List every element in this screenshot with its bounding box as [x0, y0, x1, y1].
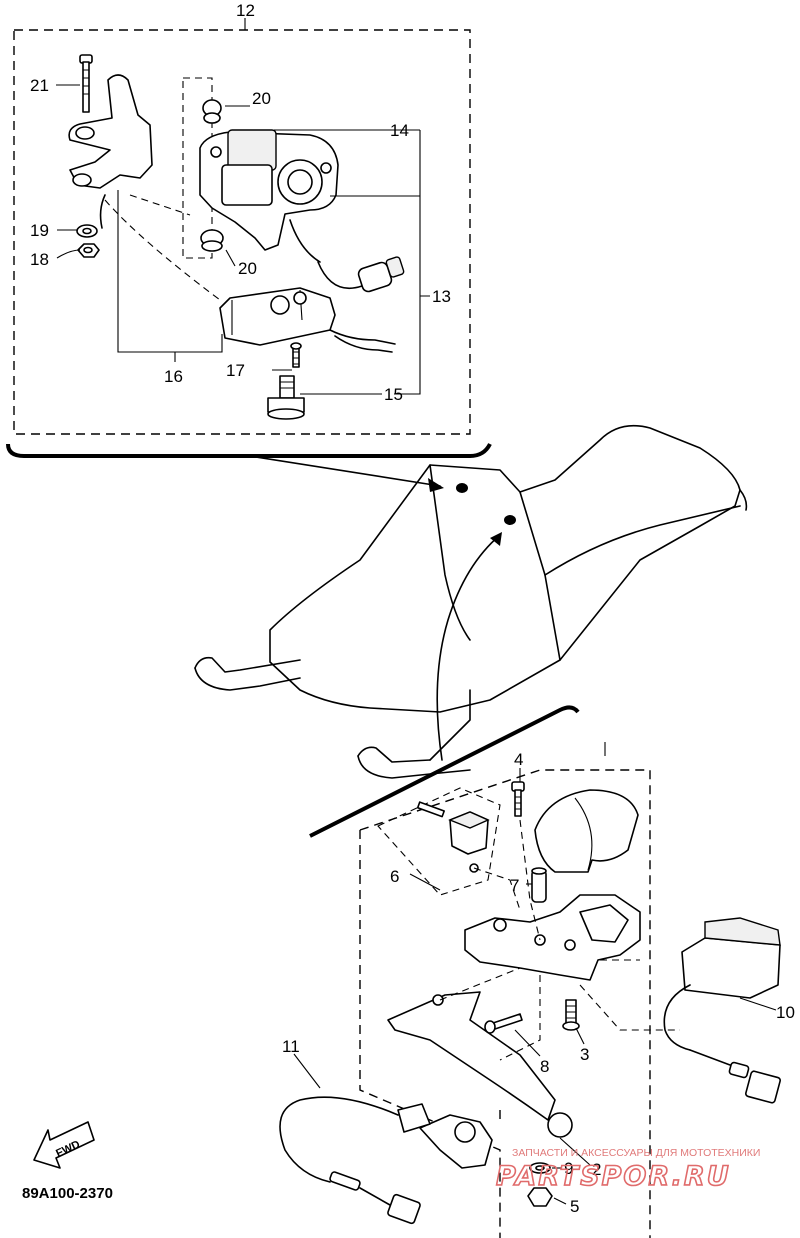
callout-17: 17 [226, 361, 245, 380]
fwd-arrow-icon: FWD [33, 1121, 95, 1169]
throttle-lever-2 [387, 991, 573, 1138]
callout-8: 8 [540, 1057, 549, 1076]
callout-16: 16 [164, 367, 183, 386]
washer-9 [529, 1162, 551, 1174]
nut-18 [77, 243, 100, 258]
sensor-11 [279, 1096, 493, 1225]
screw-3 [562, 999, 580, 1031]
callout-13: 13 [432, 287, 451, 306]
callout-3: 3 [580, 1045, 589, 1064]
callout-5: 5 [570, 1197, 579, 1216]
sensor-connector [317, 256, 405, 293]
callout-14: 14 [390, 121, 409, 140]
callout-21: 21 [30, 76, 49, 95]
callout-20-bottom: 20 [238, 259, 257, 278]
callout-20-top: 20 [252, 89, 271, 108]
screw-8 [484, 1013, 523, 1034]
grommet-20-bottom [200, 229, 224, 252]
watermark-brand: PARTSPOR.RU [496, 1161, 731, 1192]
watermark: ЗАПЧАСТИ И АКСЕССУАРЫ ДЛЯ МОТОТЕХНИКИ PA… [495, 1147, 760, 1193]
sensor-body-14 [199, 129, 339, 263]
callout-12: 12 [236, 1, 255, 20]
unit-10 [663, 917, 781, 1104]
mount-bracket [68, 74, 153, 229]
callout-11: 11 [282, 1037, 300, 1056]
washer-19 [76, 224, 98, 238]
inset-assembly-12 [6, 18, 492, 492]
sleeve-7 [531, 867, 547, 903]
grommet-20-top [202, 99, 222, 124]
lower-detail-throttle [279, 768, 781, 1238]
callout-19: 19 [30, 221, 49, 240]
callout-7: 7 [510, 876, 519, 895]
screw-4 [511, 781, 525, 817]
callout-18: 18 [30, 250, 49, 269]
screw-17 [290, 342, 302, 368]
callout-10: 10 [776, 1003, 795, 1022]
bolt-21 [79, 54, 93, 113]
lever-bracket [464, 894, 641, 981]
callout-2: 2 [592, 1160, 601, 1179]
snowmobile-outline [194, 424, 748, 838]
callout-4: 4 [514, 750, 523, 769]
nut-5 [527, 1187, 553, 1207]
callout-9: 9 [564, 1159, 573, 1178]
switch-6 [416, 801, 490, 873]
callout-6: 6 [390, 867, 399, 886]
bolt-15 [267, 375, 305, 420]
diagram-code: 89A100-2370 [22, 1185, 113, 1202]
watermark-tagline: ЗАПЧАСТИ И АКСЕССУАРЫ ДЛЯ МОТОТЕХНИКИ [512, 1147, 760, 1159]
lever-cap [534, 789, 639, 873]
cover-16 [219, 287, 336, 346]
callout-15: 15 [384, 385, 403, 404]
